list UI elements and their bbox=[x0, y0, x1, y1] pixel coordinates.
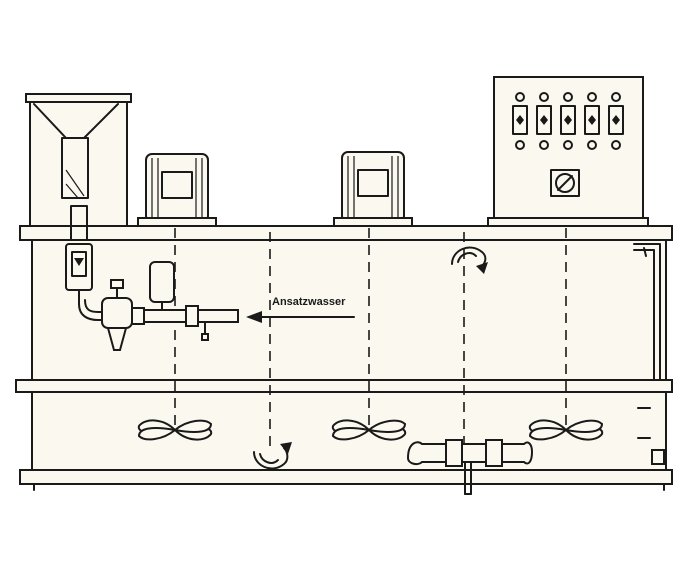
indicator-lamp-top bbox=[563, 92, 573, 102]
propeller-3 bbox=[528, 419, 604, 441]
selector-switch bbox=[608, 105, 624, 135]
agitator-motor-1 bbox=[137, 153, 217, 227]
flowmeter bbox=[65, 205, 93, 305]
powder-hopper bbox=[25, 93, 132, 229]
selector-switch bbox=[584, 105, 600, 135]
indicator-lamp-top bbox=[611, 92, 621, 102]
indicator-lamp-top bbox=[539, 92, 549, 102]
selector-switch bbox=[560, 105, 576, 135]
indicator-lamp-top bbox=[587, 92, 597, 102]
switch-knob bbox=[588, 115, 596, 125]
indicator-lamp-top bbox=[515, 92, 525, 102]
indicator-lamp-bottom bbox=[587, 140, 597, 150]
flow-arrow-down bbox=[253, 442, 292, 470]
inlet-arrow bbox=[246, 311, 355, 323]
control-panel bbox=[487, 76, 649, 227]
propeller-2 bbox=[331, 419, 407, 441]
overflow-pipe bbox=[633, 243, 665, 465]
propeller-1 bbox=[137, 419, 213, 441]
tank-dividers bbox=[174, 228, 567, 446]
inlet-label: Ansatzwasser bbox=[272, 296, 346, 308]
switch-knob bbox=[516, 115, 524, 125]
indicator-lamp-bottom bbox=[563, 140, 573, 150]
tank-body bbox=[15, 225, 673, 491]
selector-switch bbox=[512, 105, 528, 135]
switch-knob bbox=[564, 115, 572, 125]
inlet-valve-assembly bbox=[78, 261, 239, 351]
indicator-lamp-bottom bbox=[611, 140, 621, 150]
agitator-motor-2 bbox=[333, 151, 413, 227]
indicator-lamp-bottom bbox=[515, 140, 525, 150]
selector-switch bbox=[536, 105, 552, 135]
panel-switch-group bbox=[512, 92, 624, 150]
switch-knob bbox=[540, 115, 548, 125]
main-switch bbox=[550, 169, 580, 197]
indicator-lamp-bottom bbox=[539, 140, 549, 150]
switch-knob bbox=[612, 115, 620, 125]
flow-arrow-up bbox=[451, 246, 488, 274]
discharge-pipe bbox=[406, 439, 534, 495]
